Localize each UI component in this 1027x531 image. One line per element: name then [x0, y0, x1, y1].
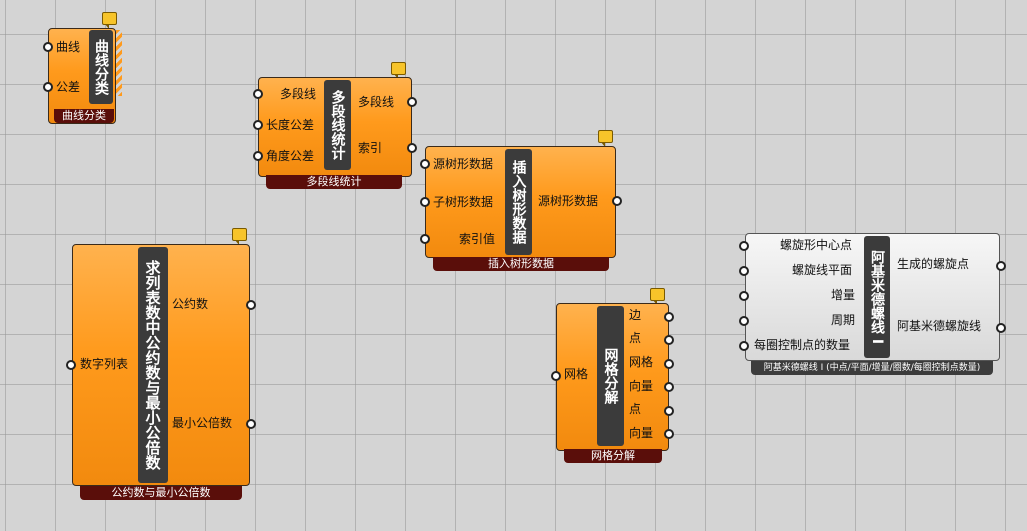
input-label-index-value: 索引值	[459, 232, 496, 246]
input-label-angle-tolerance: 角度公差	[266, 149, 315, 163]
archimedes-spiral-component[interactable]: 螺旋形中心点 螺旋线平面 增量 周期 每圈控制点的数量 阿基米德螺线 I 生成的…	[735, 230, 1027, 378]
output-port-polyline[interactable]	[407, 97, 417, 107]
output-label-lcm: 最小公倍数	[172, 416, 233, 430]
input-label-mesh: 网格	[564, 367, 589, 381]
output-port-points-2[interactable]	[664, 406, 674, 416]
output-label-mesh: 网格	[629, 355, 654, 369]
input-port-mesh[interactable]	[551, 371, 561, 381]
input-port-increment[interactable]	[739, 291, 749, 301]
message-balloon-icon	[391, 62, 406, 79]
input-label-polyline: 多段线	[280, 87, 317, 101]
message-balloon-icon	[650, 288, 665, 305]
output-label-points: 点	[629, 331, 642, 345]
output-port-mesh[interactable]	[664, 359, 674, 369]
output-label-gcd: 公约数	[172, 297, 209, 311]
input-port-source-tree[interactable]	[420, 159, 430, 169]
input-port-index-value[interactable]	[420, 234, 430, 244]
input-port-angle-tolerance[interactable]	[253, 151, 263, 161]
input-label-length-tolerance: 长度公差	[266, 118, 315, 132]
component-name-bar: 多段线统计	[266, 175, 402, 189]
output-port-gcd[interactable]	[246, 300, 256, 310]
component-name-bar: 插入树形数据	[433, 257, 609, 271]
output-label-edges: 边	[629, 308, 642, 322]
input-port-tolerance[interactable]	[43, 82, 53, 92]
component-name-bar: 公约数与最小公倍数	[80, 486, 242, 500]
component-title: 求列表数中公约数与最小公倍数	[138, 247, 168, 483]
output-port-points[interactable]	[664, 335, 674, 345]
insert-tree-component[interactable]: 源树形数据 子树形数据 索引值 插入树形数据 源树形数据 插入树形数据	[419, 128, 624, 276]
input-label-period: 周期	[831, 313, 856, 327]
mesh-explode-component[interactable]: 网格 网格分解 边 点 网格 向量 点 向量 网格分解	[549, 284, 679, 468]
input-label-increment: 增量	[831, 288, 856, 302]
output-label-vectors: 向量	[629, 379, 654, 393]
output-port-vectors-2[interactable]	[664, 429, 674, 439]
input-port-number-list[interactable]	[66, 360, 76, 370]
input-port-period[interactable]	[739, 316, 749, 326]
output-label-archimedes-spiral: 阿基米德螺旋线	[897, 319, 982, 333]
message-balloon-icon	[598, 130, 613, 147]
component-title: 阿基米德螺线 I	[864, 236, 890, 358]
output-label-spiral-points: 生成的螺旋点	[897, 257, 970, 271]
component-name-bar: 网格分解	[564, 449, 662, 463]
input-port-child-tree[interactable]	[420, 197, 430, 207]
input-port-spiral-plane[interactable]	[739, 266, 749, 276]
component-name-bar: 曲线分类	[54, 109, 114, 123]
input-label-center-point: 螺旋形中心点	[780, 238, 853, 252]
output-port-lcm[interactable]	[246, 419, 256, 429]
polyline-stats-component[interactable]: 多段线 长度公差 角度公差 多段线统计 多段线 索引 多段线统计	[253, 60, 424, 192]
input-label-tolerance: 公差	[56, 80, 81, 94]
output-port-vectors[interactable]	[664, 382, 674, 392]
gcd-lcm-component[interactable]: 数字列表 求列表数中公约数与最小公倍数 公约数 最小公倍数 公约数与最小公倍数	[64, 228, 260, 504]
component-title: 多段线统计	[324, 80, 351, 170]
curve-classify-component[interactable]: 曲线 公差 曲线分类 曲线分类	[43, 12, 124, 126]
warning-edge	[116, 30, 122, 96]
input-port-curve[interactable]	[43, 42, 53, 52]
input-port-center-point[interactable]	[739, 241, 749, 251]
output-port-edges[interactable]	[664, 312, 674, 322]
input-label-number-list: 数字列表	[80, 357, 129, 371]
input-port-length-tolerance[interactable]	[253, 120, 263, 130]
output-label-source-tree: 源树形数据	[538, 194, 599, 208]
component-title: 曲线分类	[89, 30, 113, 104]
component-title: 网格分解	[597, 306, 624, 446]
input-label-points-per-turn: 每圈控制点的数量	[754, 338, 851, 352]
input-label-spiral-plane: 螺旋线平面	[792, 263, 853, 277]
output-port-index[interactable]	[407, 143, 417, 153]
output-label-polyline: 多段线	[358, 95, 395, 109]
component-title: 插入树形数据	[505, 149, 532, 255]
output-port-source-tree[interactable]	[612, 196, 622, 206]
input-label-curve: 曲线	[56, 40, 81, 54]
input-label-child-tree: 子树形数据	[433, 195, 494, 209]
output-label-index: 索引	[358, 141, 383, 155]
output-label-points-2: 点	[629, 402, 642, 416]
output-port-archimedes-spiral[interactable]	[996, 323, 1006, 333]
output-port-spiral-points[interactable]	[996, 261, 1006, 271]
input-label-source-tree: 源树形数据	[433, 157, 494, 171]
message-balloon-icon	[232, 228, 247, 245]
component-name-bar: 阿基米德螺线 I (中点/平面/增量/圈数/每圈控制点数量)	[751, 361, 993, 375]
input-port-points-per-turn[interactable]	[739, 341, 749, 351]
output-label-vectors-2: 向量	[629, 426, 654, 440]
message-balloon-icon	[102, 12, 117, 29]
input-port-polyline[interactable]	[253, 89, 263, 99]
